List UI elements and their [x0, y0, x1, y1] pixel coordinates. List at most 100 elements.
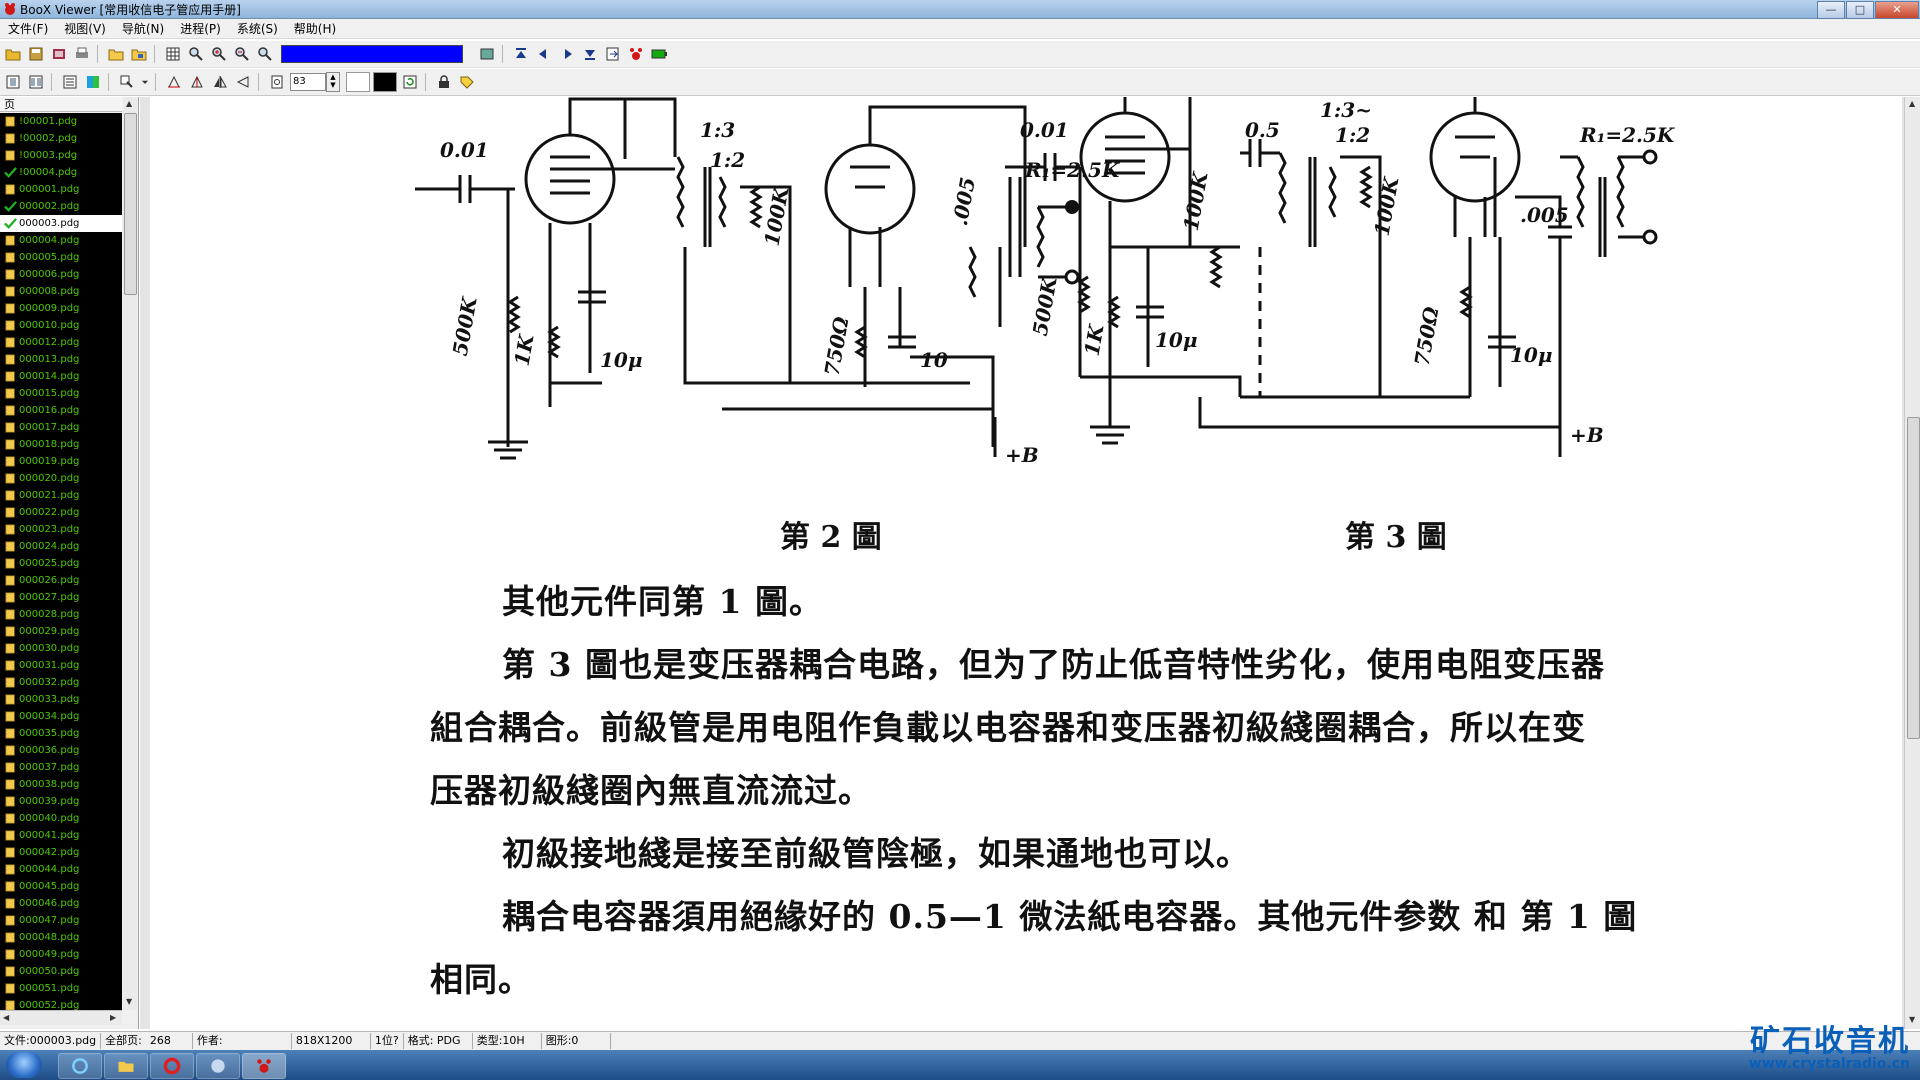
- actual-size-button[interactable]: [255, 44, 275, 64]
- thumbnail-button[interactable]: [477, 44, 497, 64]
- file-list-item[interactable]: 000033.pdg: [0, 691, 122, 708]
- file-list-item[interactable]: 000031.pdg: [0, 657, 122, 674]
- file-list-item[interactable]: 000037.pdg: [0, 759, 122, 776]
- background-color-swatch[interactable]: [346, 72, 370, 92]
- scroll-right-arrow-icon[interactable]: ▶: [110, 1013, 117, 1022]
- file-list-item[interactable]: 000023.pdg: [0, 521, 122, 538]
- file-list-item[interactable]: 000008.pdg: [0, 283, 122, 300]
- viewer-scroll-down-icon[interactable]: ▼: [1909, 1015, 1916, 1024]
- scroll-left-arrow-icon[interactable]: ◀: [3, 1013, 10, 1022]
- menu-file[interactable]: 文件(F): [8, 22, 49, 36]
- scroll-up-arrow-icon[interactable]: ▲: [126, 99, 133, 108]
- minimize-button[interactable]: —: [1817, 1, 1845, 19]
- file-list-item[interactable]: 000012.pdg: [0, 334, 122, 351]
- file-list-item[interactable]: 000045.pdg: [0, 878, 122, 895]
- folder-button[interactable]: [106, 44, 126, 64]
- menu-system[interactable]: 系统(S): [236, 22, 278, 36]
- taskbar-opera[interactable]: [150, 1053, 194, 1079]
- taskbar-explorer[interactable]: [104, 1053, 148, 1079]
- file-list-item[interactable]: 000034.pdg: [0, 708, 122, 725]
- menu-navigate[interactable]: 导航(N): [121, 22, 165, 36]
- file-list-item[interactable]: 000047.pdg: [0, 912, 122, 929]
- flip-button[interactable]: [210, 72, 230, 92]
- file-list-item[interactable]: 000018.pdg: [0, 436, 122, 453]
- sidebar-scroll-thumb[interactable]: [124, 113, 137, 295]
- foreground-color-swatch[interactable]: [373, 72, 397, 92]
- next-page-button[interactable]: [557, 44, 577, 64]
- file-list-item[interactable]: 000021.pdg: [0, 487, 122, 504]
- viewer-scroll-thumb[interactable]: [1907, 417, 1920, 739]
- single-page-button[interactable]: [3, 72, 23, 92]
- close-button[interactable]: ✕: [1875, 1, 1919, 19]
- viewer-vertical-scrollbar[interactable]: ▲ ▼: [1904, 97, 1920, 1029]
- start-button[interactable]: [6, 1052, 42, 1078]
- zoom-in-button[interactable]: [209, 44, 229, 64]
- file-list-item[interactable]: 000010.pdg: [0, 317, 122, 334]
- sidebar-horizontal-scrollbar[interactable]: ◀ ▶: [0, 1010, 122, 1025]
- file-list-item[interactable]: 000027.pdg: [0, 589, 122, 606]
- file-list-item[interactable]: 000029.pdg: [0, 623, 122, 640]
- file-list-item[interactable]: 000040.pdg: [0, 810, 122, 827]
- menu-process[interactable]: 进程(P): [180, 22, 221, 36]
- file-list-item[interactable]: 000026.pdg: [0, 572, 122, 589]
- file-list-item[interactable]: 000041.pdg: [0, 827, 122, 844]
- document-viewer[interactable]: 0.01 1:3 1:2 R₁=2.5K .005 500K 1K 10μ 10…: [140, 97, 1904, 1029]
- file-list-item[interactable]: 000016.pdg: [0, 402, 122, 419]
- file-list-item[interactable]: 000049.pdg: [0, 946, 122, 963]
- file-list-item[interactable]: 000005.pdg: [0, 249, 122, 266]
- folder-tree-button[interactable]: [129, 44, 149, 64]
- file-list-item[interactable]: !00003.pdg: [0, 147, 122, 164]
- zoom-ratio-button[interactable]: [267, 72, 287, 92]
- file-list-item[interactable]: 000030.pdg: [0, 640, 122, 657]
- tag-button[interactable]: [457, 72, 477, 92]
- maximize-button[interactable]: □: [1846, 1, 1874, 19]
- first-page-button[interactable]: [511, 44, 531, 64]
- file-list-item[interactable]: 000050.pdg: [0, 963, 122, 980]
- boox-button[interactable]: [626, 44, 646, 64]
- file-list-item[interactable]: 000028.pdg: [0, 606, 122, 623]
- zoom-level-input[interactable]: 83: [290, 73, 326, 91]
- last-page-button[interactable]: [580, 44, 600, 64]
- bookmark-button[interactable]: [49, 44, 69, 64]
- viewer-scroll-up-icon[interactable]: ▲: [1909, 99, 1916, 108]
- select-tool-button[interactable]: [117, 72, 137, 92]
- file-list-item[interactable]: !00001.pdg: [0, 113, 122, 130]
- file-list-item[interactable]: 000001.pdg: [0, 181, 122, 198]
- file-list-item[interactable]: 000032.pdg: [0, 674, 122, 691]
- file-list-item[interactable]: 000004.pdg: [0, 232, 122, 249]
- file-list-item[interactable]: 000051.pdg: [0, 980, 122, 997]
- file-list-item[interactable]: 000013.pdg: [0, 351, 122, 368]
- file-list-item[interactable]: !00004.pdg: [0, 164, 122, 181]
- taskbar-media[interactable]: [196, 1053, 240, 1079]
- file-list-item[interactable]: 000038.pdg: [0, 776, 122, 793]
- file-list-item[interactable]: !00002.pdg: [0, 130, 122, 147]
- rotate-left-button[interactable]: [164, 72, 184, 92]
- prev-page-button[interactable]: [534, 44, 554, 64]
- prev-arrow-button[interactable]: [233, 72, 253, 92]
- lock-button[interactable]: [434, 72, 454, 92]
- file-list-item[interactable]: 000039.pdg: [0, 793, 122, 810]
- refresh-button[interactable]: [400, 72, 420, 92]
- file-list-item[interactable]: 000024.pdg: [0, 538, 122, 555]
- file-list-item[interactable]: 000014.pdg: [0, 368, 122, 385]
- file-list-item[interactable]: 000042.pdg: [0, 844, 122, 861]
- file-list-item[interactable]: 000048.pdg: [0, 929, 122, 946]
- file-list-item[interactable]: 000003.pdg: [0, 215, 122, 232]
- file-list-item[interactable]: 000036.pdg: [0, 742, 122, 759]
- fit-page-button[interactable]: [163, 44, 183, 64]
- file-list-item[interactable]: 000017.pdg: [0, 419, 122, 436]
- file-list-item[interactable]: 000022.pdg: [0, 504, 122, 521]
- file-list-item[interactable]: 000044.pdg: [0, 861, 122, 878]
- list-view-button[interactable]: [60, 72, 80, 92]
- menu-help[interactable]: 帮助(H): [293, 22, 337, 36]
- file-list-item[interactable]: 000025.pdg: [0, 555, 122, 572]
- taskbar-booxviewer[interactable]: [242, 1053, 286, 1079]
- rotate-right-button[interactable]: [187, 72, 207, 92]
- file-list-item[interactable]: 000046.pdg: [0, 895, 122, 912]
- goto-page-button[interactable]: [603, 44, 623, 64]
- zoom-out-button[interactable]: [232, 44, 252, 64]
- file-list-item[interactable]: 000020.pdg: [0, 470, 122, 487]
- menu-view[interactable]: 视图(V): [64, 22, 106, 36]
- file-list-item[interactable]: 000009.pdg: [0, 300, 122, 317]
- print-button[interactable]: [72, 44, 92, 64]
